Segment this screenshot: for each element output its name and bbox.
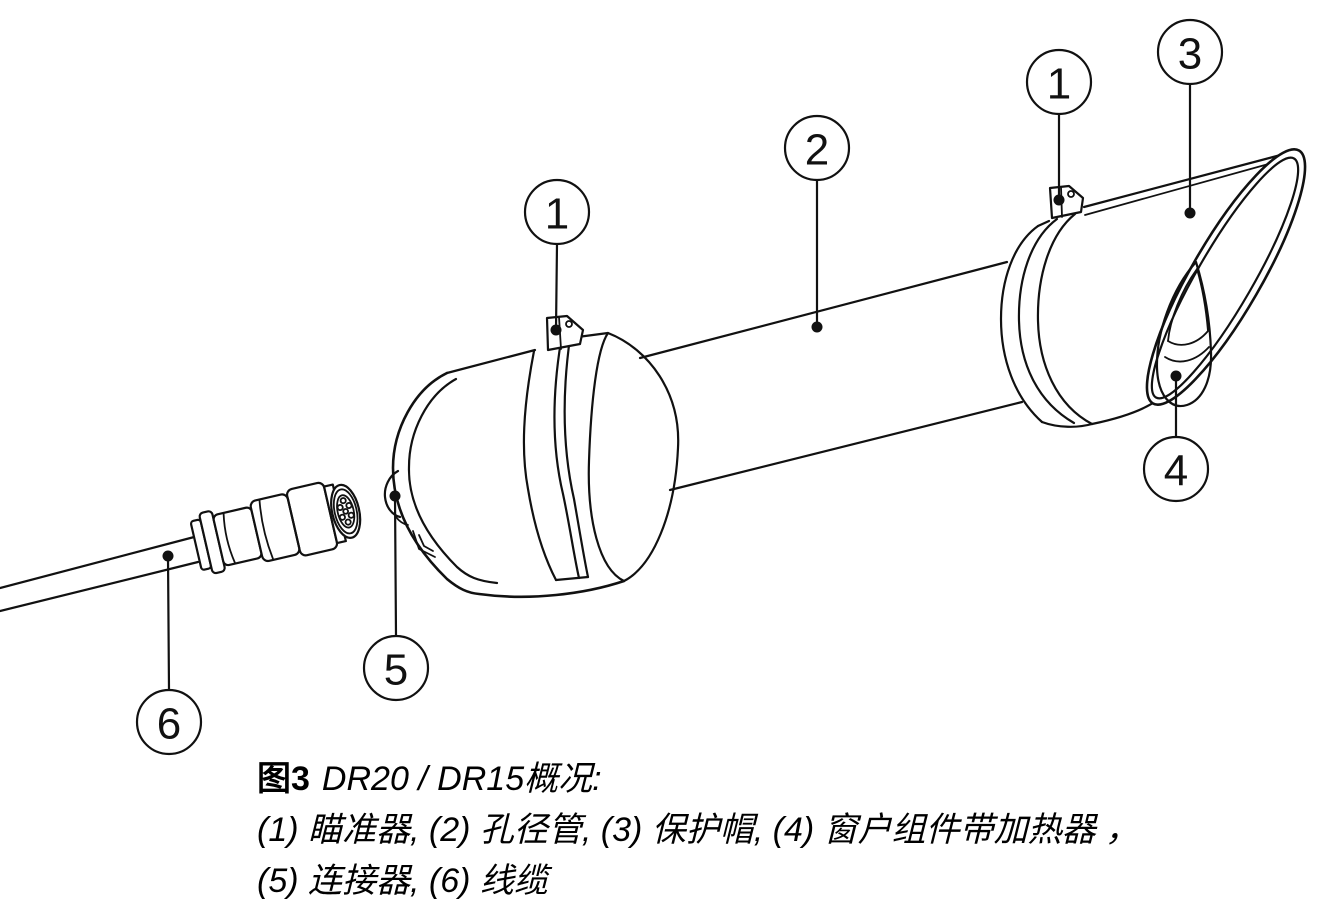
callout-5-connector: 5 xyxy=(362,490,430,702)
callout-1-rear: 1 xyxy=(1025,48,1093,206)
mounting-ring xyxy=(999,212,1094,428)
callout-leader xyxy=(554,242,559,331)
connector-pin xyxy=(342,508,349,515)
cable-top-edge xyxy=(0,534,200,590)
head-clamp-arc-left xyxy=(522,349,558,582)
window-assembly xyxy=(1155,260,1213,408)
cap-rim-outer xyxy=(1145,148,1307,406)
head-rear-dome-outline xyxy=(391,371,626,599)
callout-3-cap: 3 xyxy=(1156,18,1224,219)
sight-tab-front-hole xyxy=(565,320,573,328)
ring-bottom-edge xyxy=(1040,420,1094,428)
callout-circle xyxy=(362,634,430,702)
sensor-head xyxy=(383,331,680,599)
callout-anchor-dot xyxy=(1170,370,1182,382)
connector-receptacle-edge xyxy=(395,516,409,526)
ring-top-edge xyxy=(1036,219,1051,228)
callout-circle xyxy=(783,114,851,182)
callout-anchor-dot xyxy=(1184,207,1196,219)
callout-circle xyxy=(1025,48,1093,116)
callout-number: 6 xyxy=(157,700,181,749)
cable-bottom-edge xyxy=(0,560,200,613)
ring-arc-1 xyxy=(999,224,1044,424)
cap-bottom-silhouette xyxy=(1090,399,1158,426)
callout-1-front: 1 xyxy=(523,178,591,336)
pin-face-inner-ring xyxy=(336,494,356,529)
head-front-face xyxy=(587,331,680,583)
connector xyxy=(189,481,362,575)
head-clamp-arc-right-1 xyxy=(553,339,581,580)
window-inner-edge xyxy=(1167,268,1198,342)
cable xyxy=(0,534,200,613)
callout-6-cable: 6 xyxy=(135,550,203,756)
head-rear-dome-inner-edge xyxy=(407,377,499,585)
head-top-silhouette xyxy=(445,348,537,375)
callout-number: 2 xyxy=(805,126,829,175)
figure-label: 图3 xyxy=(257,760,310,798)
connector-pin xyxy=(336,504,344,512)
figure-title: DR20 / DR15概况: xyxy=(321,760,602,798)
callout-leader xyxy=(166,555,171,692)
tube-bottom-edge xyxy=(668,400,1024,492)
sight-tab-rear-hole xyxy=(1067,190,1075,198)
callout-anchor-dot xyxy=(550,324,562,336)
figure-caption: 图3 DR20 / DR15概况: (1) 瞄准器, (2) 孔径管, (3) 保… xyxy=(257,754,1297,907)
cap-top-inner-edge xyxy=(1084,157,1291,216)
window-housing-outline xyxy=(1155,260,1213,408)
connector-seam-1 xyxy=(222,512,236,564)
callout-circle xyxy=(523,178,591,246)
callout-number: 1 xyxy=(1047,60,1071,109)
head-clamp-bottom-edge xyxy=(554,575,590,582)
callout-number: 5 xyxy=(384,646,408,695)
callout-2-tube: 2 xyxy=(783,114,851,333)
window-glass-outline xyxy=(1167,268,1209,346)
connector-seam-2 xyxy=(258,499,274,560)
connector-pin xyxy=(347,511,355,519)
mounting-lug xyxy=(412,530,436,558)
callout-anchor-dot xyxy=(389,490,401,502)
head-clamp-arc-right-2 xyxy=(563,336,590,579)
ring-arc-2 xyxy=(1017,217,1076,425)
caption-parts-line-2: (5) 连接器, (6) 线缆 xyxy=(257,862,548,900)
callout-circle xyxy=(1142,435,1210,503)
callout-circle xyxy=(1156,18,1224,86)
callout-anchor-dot xyxy=(811,321,823,333)
callout-anchor-dot xyxy=(1053,194,1065,206)
callout-anchor-dot xyxy=(162,550,174,562)
connector-receptacle xyxy=(383,469,402,519)
protective-cap xyxy=(1082,148,1307,426)
callout-circle xyxy=(135,688,203,756)
callout-4-window: 4 xyxy=(1142,370,1210,503)
callout-number: 1 xyxy=(545,190,569,239)
aperture-tube xyxy=(638,260,1024,492)
heater-ring-edge xyxy=(1164,346,1210,363)
callout-leader xyxy=(393,495,398,638)
connector-pin-face xyxy=(330,483,362,539)
connector-pin xyxy=(338,513,346,521)
pin-face-middle-ring xyxy=(332,488,359,535)
caption-parts-line-1: (1) 瞄准器, (2) 孔径管, (3) 保护帽, (4) 窗户组件带加热器 … xyxy=(257,811,1140,849)
callout-number: 4 xyxy=(1164,447,1188,496)
connector-pin xyxy=(345,501,353,509)
tube-top-edge xyxy=(638,260,1009,360)
cap-top-silhouette xyxy=(1082,150,1294,209)
connector-pin xyxy=(344,518,352,526)
caption-title-line: 图3 DR20 / DR15概况: xyxy=(257,754,1297,805)
ring-arc-3 xyxy=(1036,212,1094,426)
callout-number: 3 xyxy=(1178,30,1202,79)
connector-pin xyxy=(339,497,347,505)
cap-opening-rim xyxy=(1145,148,1307,406)
cap-rim-inner xyxy=(1150,156,1300,400)
